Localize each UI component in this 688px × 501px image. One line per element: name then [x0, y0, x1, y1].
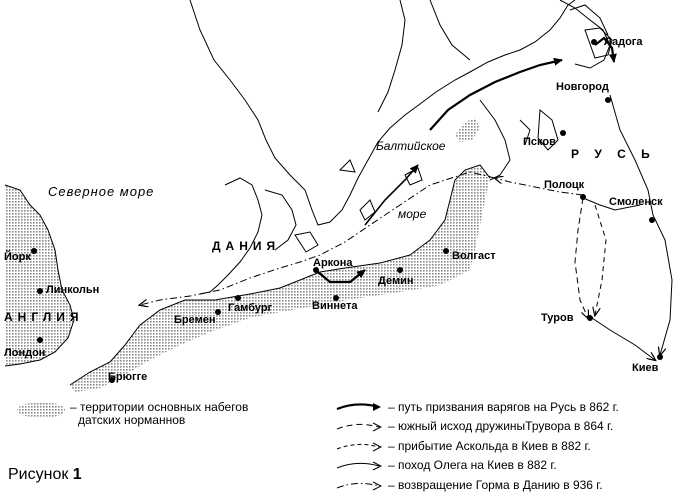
legend-raids-text-1: – территории основных набегов: [70, 400, 249, 414]
city-arkona: Аркона: [313, 257, 353, 269]
city-bruges: Брюгге: [108, 371, 148, 383]
route-askold: [595, 204, 607, 315]
legend-864-symbol: [336, 422, 383, 432]
legend-862-text: – путь призвания варягов на Русь в 862 г…: [388, 400, 619, 414]
city-novgorod: Новгород: [556, 81, 609, 93]
legend-gorm-symbol: [336, 481, 383, 491]
legend-oleg-symbol: [336, 461, 383, 471]
figure-label: Рисунок 1: [8, 466, 82, 484]
city-ladoga: Ладога: [604, 36, 643, 48]
city-turov: Туров: [541, 312, 574, 324]
denmark-label: ДАНИЯ: [212, 239, 281, 253]
rus-label: Р У С Ь: [571, 147, 656, 161]
legend-862-symbol: [336, 403, 381, 411]
legend-gorm-text: – возвращение Горма в Данию в 936 г.: [388, 478, 603, 492]
baltic-sea-label-2: море: [398, 207, 427, 221]
baltic-sea-label-1: Балтийское: [376, 139, 446, 153]
england-label: АНГЛИЯ: [4, 310, 84, 324]
city-york: Йорк: [4, 251, 31, 263]
city-vinneta: Виннета: [312, 300, 358, 312]
city-demin: Демин: [378, 275, 414, 287]
city-hamburg: Гамбург: [228, 302, 273, 314]
routes: [140, 36, 673, 360]
city-polotsk: Полоцк: [544, 179, 585, 191]
city-markers: [31, 39, 663, 383]
legend-askold-symbol: [336, 442, 383, 452]
city-smolensk: Смоленск: [609, 196, 663, 208]
legend-oleg-text: – поход Олега на Киев в 882 г.: [388, 458, 557, 472]
route-gorm: [495, 178, 584, 196]
legend-864-text: – южный исход дружиныТрувора в 864 г.: [388, 419, 614, 433]
figure-prefix: Рисунок: [8, 466, 69, 483]
city-london: Лондон: [4, 347, 46, 359]
city-bremen: Бремен: [174, 314, 216, 326]
north-sea-label: Северное море: [48, 184, 155, 199]
route-oleg: [609, 94, 673, 355]
legend-askold-text: – прибытие Аскольда в Киев в 882 г.: [388, 439, 591, 453]
legend-raids-text-2: датских норманнов: [78, 413, 186, 427]
raid-territories: [5, 118, 490, 392]
city-lincoln: Линкольн: [46, 284, 100, 296]
legend-raids-swatch: [17, 402, 65, 418]
city-volgast: Волгаст: [452, 250, 496, 262]
historical-map: [4, 0, 673, 392]
city-pskov: Псков: [523, 136, 556, 148]
city-kiev: Киев: [632, 362, 659, 374]
route-864: [574, 197, 588, 318]
coastlines: [4, 0, 613, 386]
route-862: [429, 57, 563, 131]
figure-number: 1: [72, 466, 82, 483]
